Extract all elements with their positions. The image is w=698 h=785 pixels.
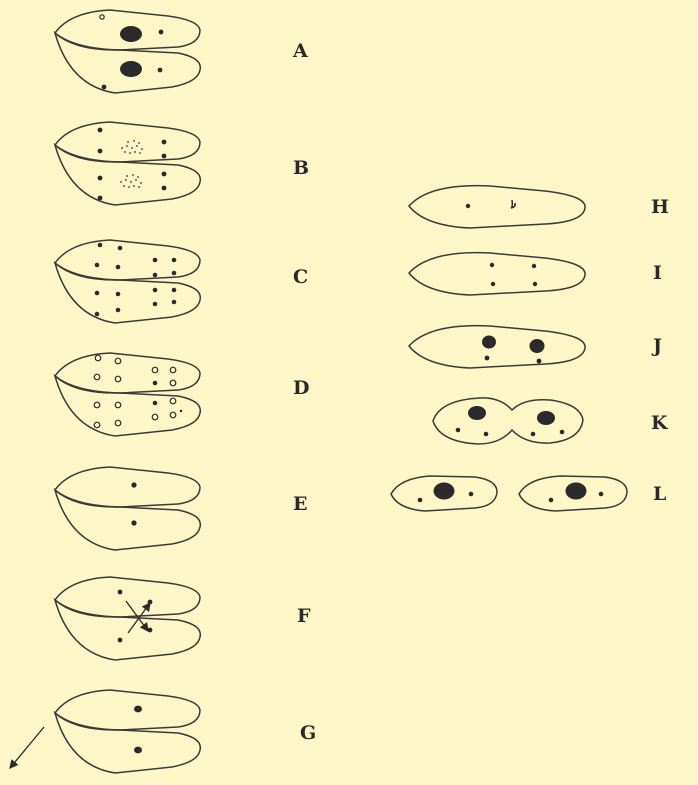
stage-h-cell bbox=[409, 186, 585, 228]
stage-label-i: I bbox=[653, 262, 662, 284]
stage-label-f: F bbox=[297, 605, 311, 627]
stage-label-g: G bbox=[300, 722, 316, 744]
stage-c-pair bbox=[55, 240, 200, 323]
arrow-continues bbox=[10, 727, 44, 768]
stage-label-l: L bbox=[653, 483, 666, 505]
stage-label-a: A bbox=[293, 40, 308, 62]
stage-e-pair bbox=[55, 467, 200, 550]
stage-l-cells bbox=[391, 476, 627, 511]
stage-d-pair bbox=[55, 353, 200, 436]
stage-a-pair bbox=[55, 10, 200, 93]
stage-label-k: K bbox=[651, 412, 668, 434]
stage-f-pair bbox=[55, 577, 200, 660]
stage-j-cell bbox=[409, 326, 585, 368]
stage-i-cell bbox=[409, 253, 585, 295]
stage-label-e: E bbox=[293, 493, 307, 515]
stage-b-pair bbox=[55, 122, 200, 205]
stage-label-h: H bbox=[651, 196, 669, 218]
stage-label-j: J bbox=[653, 335, 662, 357]
stage-label-b: B bbox=[293, 157, 309, 179]
stage-k-cell bbox=[433, 398, 583, 444]
stage-label-c: C bbox=[293, 266, 308, 288]
stage-g-pair bbox=[55, 690, 200, 773]
stage-label-d: D bbox=[293, 377, 309, 399]
